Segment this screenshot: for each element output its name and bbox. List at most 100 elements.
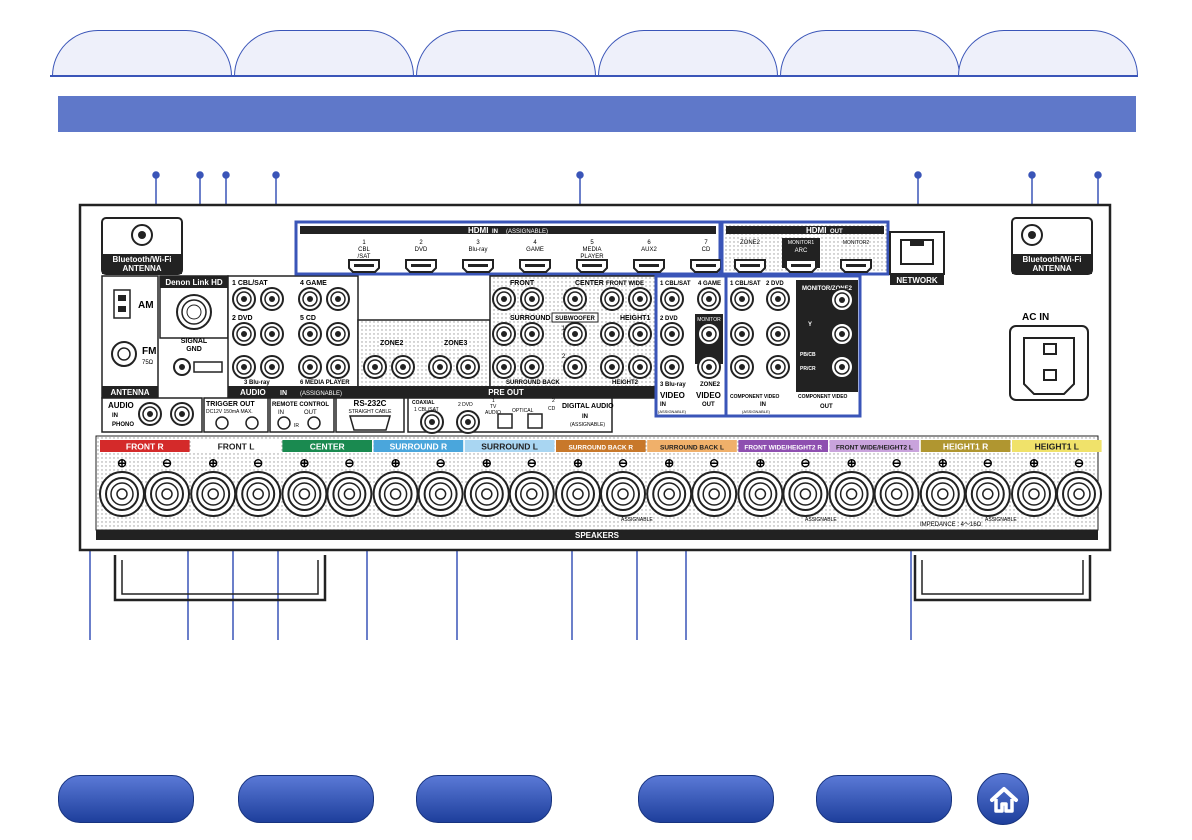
fm-ohm-label: 75Ω bbox=[142, 360, 154, 366]
phono-audio-label: AUDIO bbox=[108, 401, 134, 410]
antenna-label: ANTENNA bbox=[110, 388, 149, 397]
signal-gnd-label-2: GND bbox=[186, 346, 202, 353]
ac-in-label: AC IN bbox=[1022, 312, 1049, 323]
plus-icon: ⊕ bbox=[938, 456, 948, 470]
minus-icon: ⊖ bbox=[162, 456, 172, 470]
nav-tab-6[interactable] bbox=[958, 30, 1138, 76]
bt-antenna-left-label-1: Bluetooth/Wi-Fi bbox=[112, 255, 171, 264]
hdmi-port-4-name: GAME bbox=[526, 247, 544, 253]
nav-tab-4[interactable] bbox=[598, 30, 778, 76]
speaker-terminal-3-minus[interactable] bbox=[326, 471, 373, 517]
preout-surroundback-label: SURROUND BACK bbox=[506, 380, 560, 386]
home-button[interactable] bbox=[977, 773, 1029, 825]
nav-tab-3[interactable] bbox=[416, 30, 596, 76]
speaker-terminal-6-plus[interactable] bbox=[555, 471, 601, 517]
audio-cblsat-label: 1 CBL/SAT bbox=[232, 280, 268, 287]
speaker-label-bg-11 bbox=[1012, 440, 1102, 452]
speaker-terminal-2-minus[interactable] bbox=[235, 471, 282, 517]
minus-icon: ⊖ bbox=[1074, 456, 1084, 470]
component-cblsat-label: 1 CBL/SAT bbox=[730, 281, 761, 287]
plus-icon: ⊕ bbox=[482, 456, 492, 470]
speaker-terminal-9-minus[interactable] bbox=[873, 471, 920, 517]
speaker-terminal-10-minus[interactable] bbox=[964, 471, 1011, 517]
speaker-terminal-4-plus[interactable] bbox=[372, 471, 419, 517]
preout-frontwide-label: FRONT WIDE bbox=[606, 281, 644, 287]
video-bluray-label: 3 Blu-ray bbox=[660, 382, 686, 388]
footer-button-3[interactable] bbox=[416, 775, 552, 823]
speaker-terminal-6-minus[interactable] bbox=[600, 471, 646, 517]
video-cblsat-label: 1 CBL/SAT bbox=[660, 281, 691, 287]
bt-antenna-right-label-1: Bluetooth/Wi-Fi bbox=[1022, 255, 1081, 264]
nav-tab-1[interactable] bbox=[52, 30, 232, 76]
hdmi-port-1-name2: /SAT bbox=[358, 254, 371, 260]
foot-right bbox=[913, 555, 1092, 602]
speaker-terminal-7-minus[interactable] bbox=[691, 471, 738, 517]
hdmi-out-title: HDMI bbox=[806, 226, 826, 235]
speaker-terminal-9-plus[interactable] bbox=[828, 471, 875, 517]
hdmi-out-zone2: ZONE2 bbox=[740, 240, 761, 246]
video-monitor-label: MONITOR bbox=[697, 317, 721, 323]
plus-icon: ⊕ bbox=[755, 456, 765, 470]
hdmi-port-1-name: CBL bbox=[358, 247, 370, 253]
speaker-terminal-1-plus[interactable] bbox=[99, 471, 145, 517]
speaker-terminal-3-plus[interactable] bbox=[281, 471, 328, 517]
speaker-terminal-8-plus[interactable] bbox=[737, 471, 784, 517]
speaker-terminal-1-minus[interactable] bbox=[144, 471, 190, 517]
hdmi-out-monitor2: MONITOR2 bbox=[843, 240, 870, 246]
hdmi-out-monitor1: MONITOR1 bbox=[788, 240, 815, 246]
hdmi-in-assignable: (ASSIGNABLE) bbox=[506, 229, 548, 235]
speaker-terminal-11-plus[interactable] bbox=[1011, 471, 1057, 517]
footer-button-1[interactable] bbox=[58, 775, 194, 823]
minus-icon: ⊖ bbox=[618, 456, 628, 470]
trigger-out-title: TRIGGER OUT bbox=[206, 401, 255, 408]
speakers-label: SPEAKERS bbox=[575, 531, 620, 540]
preout-surround-label: SURROUND bbox=[510, 315, 550, 322]
hdmi-port-7-name: CD bbox=[702, 247, 711, 253]
speaker-terminal-10-plus[interactable] bbox=[919, 471, 966, 517]
nav-tab-2[interactable] bbox=[234, 30, 414, 76]
hdmi-port-3-name: Blu-ray bbox=[468, 247, 487, 253]
plus-icon: ⊕ bbox=[664, 456, 674, 470]
speaker-label-7: SURROUND BACK L bbox=[660, 445, 724, 452]
video-dvd-label: 2 DVD bbox=[660, 316, 678, 322]
footer-button-4[interactable] bbox=[638, 775, 774, 823]
speaker-assignable-2: ASSIGNABLE bbox=[805, 517, 837, 523]
speaker-assignable-1: ASSIGNABLE bbox=[621, 517, 653, 523]
hdmi-port-6-num: 6 bbox=[647, 240, 651, 246]
rs232c-sub: STRAIGHT CABLE bbox=[349, 409, 393, 415]
remote-out-jack[interactable] bbox=[307, 416, 321, 430]
trigger-out-2-jack[interactable] bbox=[245, 416, 259, 430]
nav-tab-5[interactable] bbox=[780, 30, 960, 76]
digital-tv-audio: AUDIO bbox=[485, 410, 501, 416]
optical-2-jack[interactable] bbox=[527, 413, 543, 429]
digital-coax-src: 1 CBL/SAT bbox=[414, 407, 439, 413]
speaker-terminal-11-minus[interactable] bbox=[1056, 471, 1102, 517]
ac-in-socket[interactable] bbox=[1023, 337, 1075, 395]
footer-button-2[interactable] bbox=[238, 775, 374, 823]
speaker-terminal-5-plus[interactable] bbox=[463, 471, 510, 517]
rs232c-connector[interactable] bbox=[349, 415, 391, 431]
speaker-terminal-7-plus[interactable] bbox=[646, 471, 693, 517]
speaker-terminal-5-minus[interactable] bbox=[508, 471, 555, 517]
rs232c-title: RS-232C bbox=[354, 399, 387, 408]
hdmi-port-5-num: 5 bbox=[590, 240, 594, 246]
plus-icon: ⊕ bbox=[208, 456, 218, 470]
component-in-in: IN bbox=[760, 402, 766, 408]
speaker-label-5: SURROUND L bbox=[481, 442, 538, 452]
speaker-terminal-8-minus[interactable] bbox=[782, 471, 829, 517]
trigger-out-1-jack[interactable] bbox=[215, 416, 229, 430]
hdmi-out-out: OUT bbox=[830, 229, 843, 235]
speaker-label-bg-4 bbox=[373, 440, 464, 452]
component-in-assignable: (ASSIGNABLE) bbox=[742, 409, 771, 414]
optical-1-jack[interactable] bbox=[497, 413, 513, 429]
video-in-in: IN bbox=[660, 402, 666, 408]
speaker-terminal-4-minus[interactable] bbox=[417, 471, 464, 517]
preout-sub2-label: 2 bbox=[562, 354, 566, 360]
speaker-terminal-2-plus[interactable] bbox=[190, 471, 237, 517]
speaker-label-4: SURROUND R bbox=[390, 442, 448, 452]
speaker-terminals: ⊕⊖⊕⊖⊕⊖⊕⊖⊕⊖⊕⊖⊕⊖⊕⊖⊕⊖⊕⊖⊕⊖ bbox=[99, 456, 1102, 517]
footer-button-5[interactable] bbox=[816, 775, 952, 823]
hdmi-port-2-num: 2 bbox=[419, 240, 423, 246]
remote-in-jack[interactable] bbox=[277, 416, 291, 430]
